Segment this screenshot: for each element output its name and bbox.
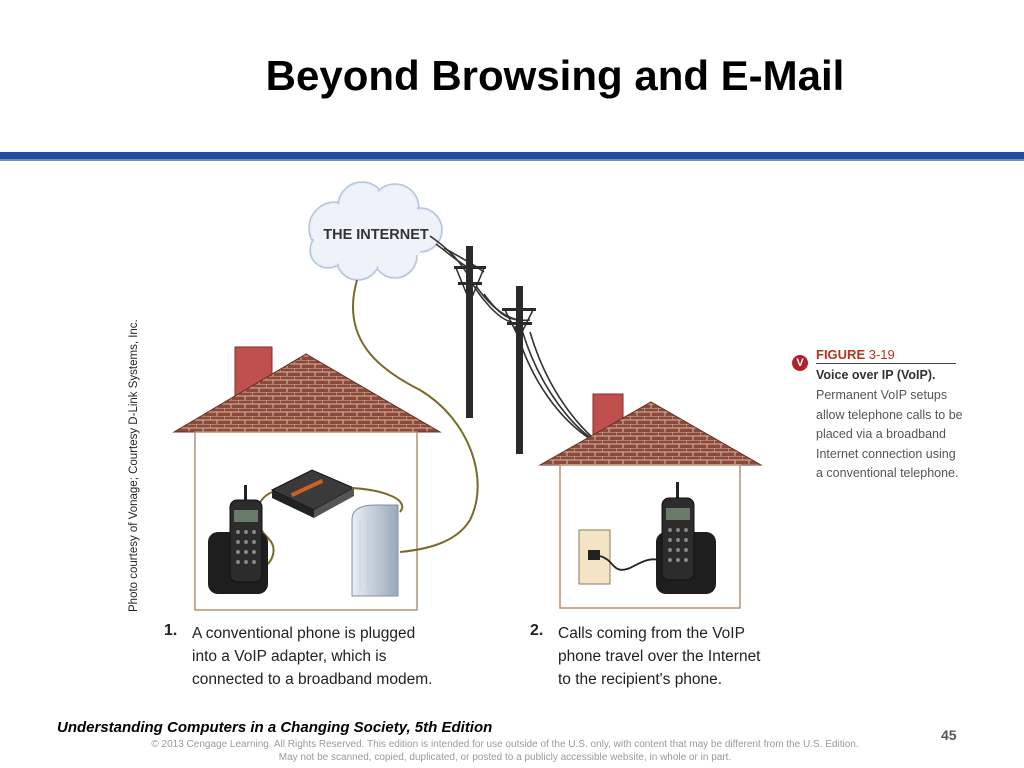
figure-description: Permanent VoIP setups allow telephone ca… xyxy=(816,388,963,480)
title-divider xyxy=(0,152,1024,161)
cloud-label: THE INTERNET xyxy=(323,227,429,243)
slide-number: 45 xyxy=(941,727,957,743)
figure-title: Voice over IP (VoIP). xyxy=(816,368,936,382)
step-2-line-1: Calls coming from the VoIP xyxy=(558,625,745,642)
step-2-number: 2. xyxy=(530,622,544,639)
cordless-phone-recipient xyxy=(656,482,716,594)
footer-book-title: Understanding Computers in a Changing So… xyxy=(57,719,493,736)
internet-cloud xyxy=(308,181,443,281)
figure-label-number: 3-19 xyxy=(868,347,895,362)
adapter-cables xyxy=(255,487,404,569)
step-1-line-3: connected to a broadband modem. xyxy=(192,671,433,688)
utility-pole-1 xyxy=(454,246,486,418)
figure-badge-icon: V xyxy=(792,355,808,371)
figure-label-word: FIGURE xyxy=(816,347,866,362)
photo-credit: Photo courtesy of Vonage; Courtesy D-Lin… xyxy=(128,319,140,612)
phone-cord xyxy=(599,555,661,571)
cordless-phone-sender xyxy=(208,485,268,594)
broadband-modem xyxy=(351,504,399,597)
copyright-line-2: May not be scanned, copied, duplicated, … xyxy=(278,752,732,763)
step-1-number: 1. xyxy=(164,622,178,639)
phone-wall-jack xyxy=(578,529,611,585)
figure-label: FIGURE 3-19 xyxy=(816,347,956,364)
broadband-cable xyxy=(351,279,479,553)
slide-title: Beyond Browsing and E-Mail xyxy=(265,52,845,99)
step-2-line-2: phone travel over the Internet xyxy=(558,648,761,665)
step-1-line-2: into a VoIP adapter, which is xyxy=(192,648,387,665)
copyright-line-1: © 2013 Cengage Learning. All Rights Rese… xyxy=(151,739,859,750)
voip-adapter xyxy=(270,469,356,518)
utility-pole-2 xyxy=(502,286,536,454)
step-2-line-3: to the recipient's phone. xyxy=(558,671,723,688)
step-1-line-1: A conventional phone is plugged xyxy=(192,625,416,642)
